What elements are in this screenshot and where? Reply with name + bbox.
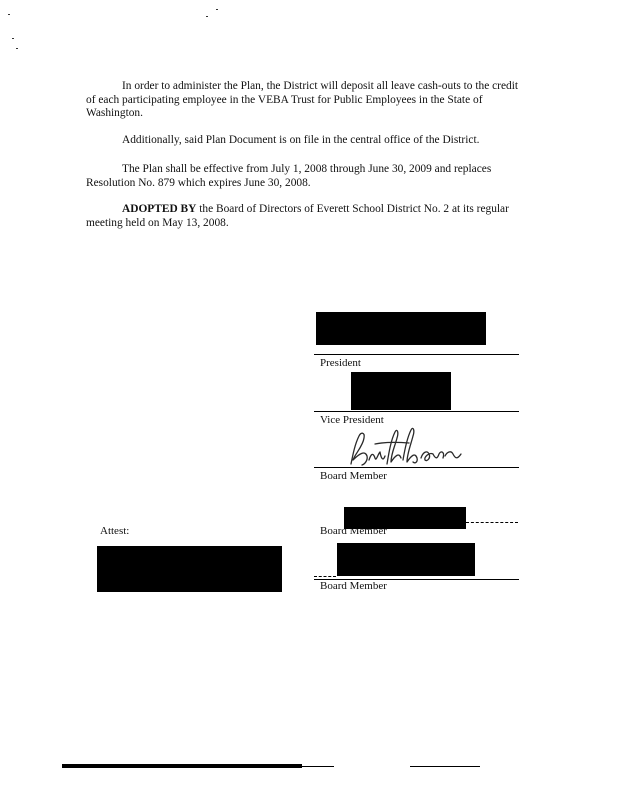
redaction-attest-signature xyxy=(97,546,282,592)
signature-line-board-member-3 xyxy=(314,579,519,580)
paragraph-plan-document: Additionally, said Plan Document is on f… xyxy=(86,134,526,148)
scan-speck xyxy=(16,48,18,49)
handwritten-signature xyxy=(350,427,462,466)
signature-line-board-member-1 xyxy=(314,467,519,468)
paragraph-text: In order to administer the Plan, the Dis… xyxy=(86,80,519,119)
attest-label: Attest: xyxy=(100,525,130,537)
adopted-by-heading: ADOPTED BY xyxy=(122,203,197,215)
paragraph-effective-dates: The Plan shall be effective from July 1,… xyxy=(86,163,526,190)
footer-rule-thin xyxy=(302,766,334,767)
redaction-board-member-3-signature xyxy=(337,543,475,576)
footer-rule-thick xyxy=(62,764,302,768)
vice-president-label: Vice President xyxy=(320,414,384,426)
signature-line-vice-president xyxy=(314,411,519,412)
redaction-president-signature xyxy=(316,312,486,345)
paragraph-text: the Board of Directors of Everett School… xyxy=(86,203,509,229)
president-label: President xyxy=(320,357,361,369)
signature-line-board-member-2 xyxy=(466,522,518,523)
paragraph-text: Additionally, said Plan Document is on f… xyxy=(122,134,480,146)
scan-speck xyxy=(216,9,218,10)
signature-line-board-member-3-dash xyxy=(314,576,336,577)
board-member-label: Board Member xyxy=(320,470,387,482)
scan-speck xyxy=(12,38,14,39)
board-member-label: Board Member xyxy=(320,580,387,592)
scan-speck xyxy=(8,14,10,15)
scan-speck xyxy=(206,16,208,17)
signature-line-president xyxy=(314,354,519,355)
redaction-board-member-2-signature xyxy=(344,507,466,529)
paragraph-text: The Plan shall be effective from July 1,… xyxy=(86,163,492,189)
redaction-vice-president-signature xyxy=(351,372,451,410)
footer-rule-right xyxy=(410,766,480,767)
paragraph-veba-deposit: In order to administer the Plan, the Dis… xyxy=(86,80,526,121)
paragraph-adopted-by: ADOPTED BY the Board of Directors of Eve… xyxy=(86,203,526,230)
